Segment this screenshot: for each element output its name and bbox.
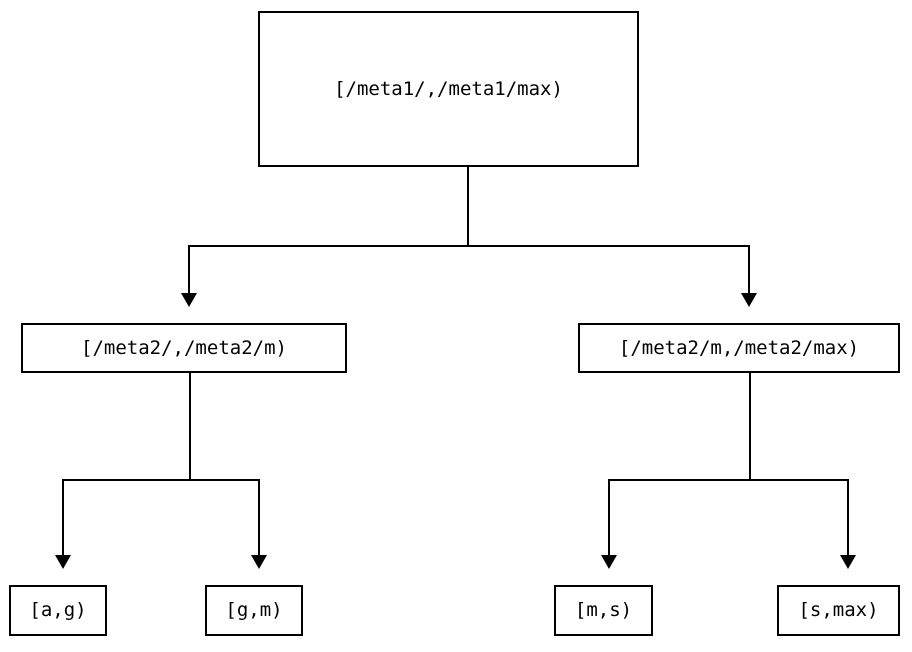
node-level2-right[interactable]: [/meta2/m,/meta2/max)	[578, 323, 900, 373]
node-leaf-s-max-label: [s,max)	[798, 599, 879, 621]
node-leaf-m-s-label: [m,s)	[574, 599, 633, 621]
edge-level2-left-to-leaf1-drop	[258, 479, 260, 556]
edge-level2-right-stem	[749, 373, 751, 481]
arrow-root-to-level2-right-icon	[741, 293, 757, 307]
arrow-level2-left-to-leaf1-icon	[251, 555, 267, 569]
node-level2-left[interactable]: [/meta2/,/meta2/m)	[21, 323, 347, 373]
node-leaf-a-g[interactable]: [a,g)	[9, 585, 107, 636]
node-leaf-a-g-label: [a,g)	[29, 599, 87, 621]
node-root[interactable]: [/meta1/,/meta1/max)	[258, 11, 639, 167]
edge-root-to-level2-left-drop	[188, 245, 190, 294]
edge-level2-left-stem	[189, 373, 191, 481]
edge-level2-left-crossbar	[62, 479, 259, 481]
edge-root-stem	[467, 167, 469, 246]
arrow-level2-left-to-leaf0-icon	[55, 555, 71, 569]
node-leaf-g-m[interactable]: [g,m)	[205, 585, 303, 636]
edge-root-to-level2-right-drop	[748, 245, 750, 294]
edge-level2-right-to-leaf2-drop	[608, 479, 610, 556]
edge-level2-left-to-leaf0-drop	[62, 479, 64, 556]
arrow-level2-right-to-leaf2-icon	[601, 555, 617, 569]
node-leaf-g-m-label: [g,m)	[225, 599, 283, 621]
edge-root-crossbar	[188, 245, 750, 247]
node-level2-right-label: [/meta2/m,/meta2/max)	[618, 336, 860, 359]
node-leaf-m-s[interactable]: [m,s)	[554, 585, 653, 636]
edge-level2-right-to-leaf3-drop	[847, 479, 849, 556]
edge-level2-right-crossbar	[608, 479, 849, 481]
node-level2-left-label: [/meta2/,/meta2/m)	[81, 336, 287, 359]
node-leaf-s-max[interactable]: [s,max)	[777, 585, 900, 636]
arrow-level2-right-to-leaf3-icon	[840, 555, 856, 569]
arrow-root-to-level2-left-icon	[181, 293, 197, 307]
node-root-label: [/meta1/,/meta1/max)	[334, 77, 563, 100]
